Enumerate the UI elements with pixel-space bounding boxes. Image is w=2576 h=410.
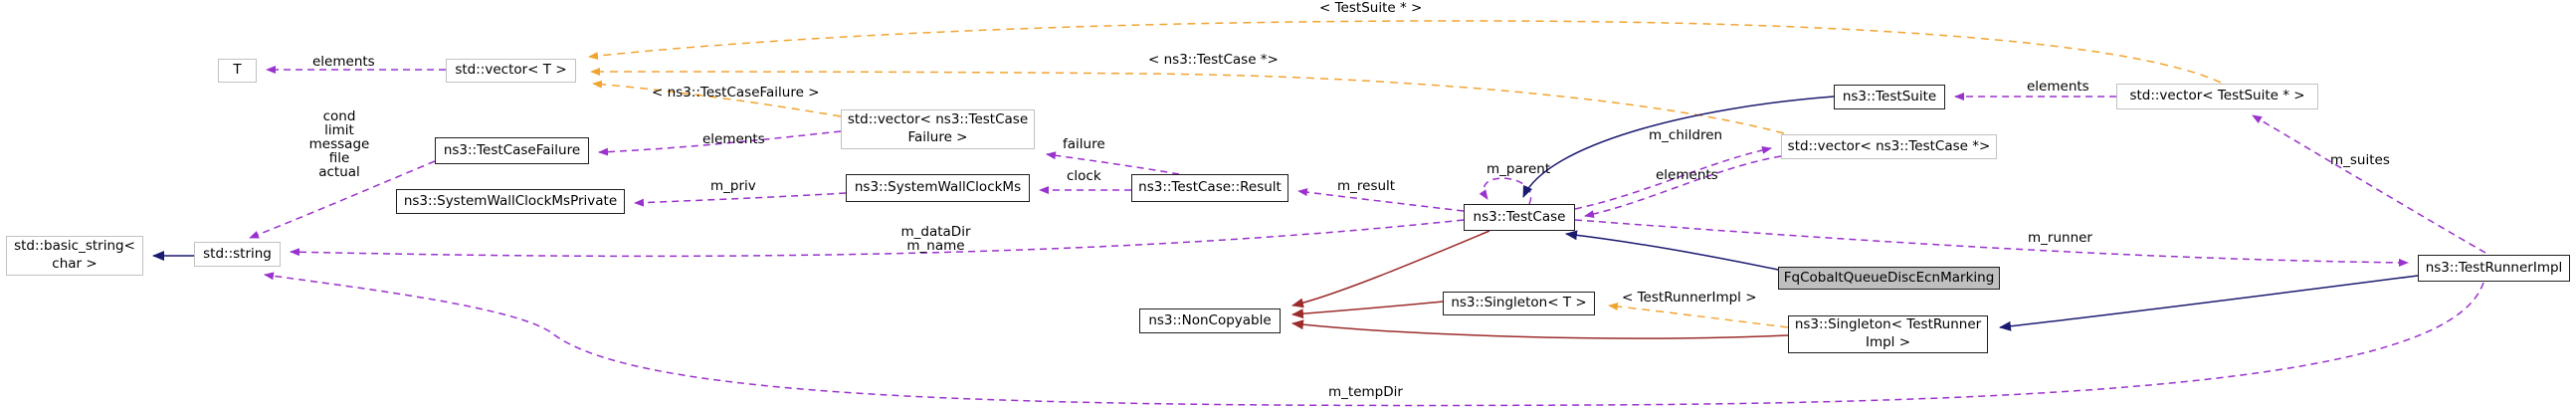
edge-u-m-priv [634, 192, 847, 207]
class-node-testsuite[interactable]: ns3::TestSuite [1834, 85, 1945, 109]
edge-label-elements-testsuite: elements [2027, 79, 2089, 95]
edge-label-elements-testcase: elements [1656, 167, 1718, 183]
edge-label-m-runner: m_runner [2028, 230, 2092, 246]
edge-label-m-priv: m_priv [710, 178, 756, 194]
class-node-noncopyable[interactable]: ns3::NonCopyable [1139, 308, 1281, 333]
class-node-vector-testsuite-ptr: std::vector< TestSuite * > [2116, 84, 2318, 109]
edge-r-singleton-tri [1291, 319, 1789, 339]
edge-b-fqcobalt [1565, 230, 1779, 271]
edge-label-tmpl-testcase-ptr: < ns3::TestCase *> [1148, 52, 1279, 68]
edge-label-tmpl-testcasefailure: < ns3::TestCaseFailure > [652, 85, 820, 101]
edge-u-m-suites [2252, 114, 2486, 254]
edge-o-ts [588, 20, 2222, 84]
edge-label-m-parent: m_parent [1486, 161, 1551, 177]
edge-label-m-suites: m_suites [2330, 152, 2390, 168]
edge-label-tmpl-testrunnerimpl: < TestRunnerImpl > [1622, 290, 1757, 306]
edge-o-tri [1608, 303, 1789, 328]
edge-label-m-children: m_children [1649, 127, 1723, 143]
edge-label-cond-limit-message-file-actual: cond limit message file actual [308, 108, 370, 180]
edge-u-m-result [1297, 188, 1465, 212]
class-node-basic-string: std::basic_string< char > [6, 236, 143, 276]
edge-label-tmpl-testsuite-ptr: < TestSuite * > [1319, 0, 1423, 16]
class-node-t: T [218, 59, 257, 83]
class-node-fqcobaltqueuediscecnmarking: FqCobaltQueueDiscEcnMarking [1778, 267, 2000, 290]
class-node-singleton-t[interactable]: ns3::Singleton< T > [1443, 292, 1595, 315]
edge-label-m-datadir-m-name: m_dataDir m_name [900, 224, 971, 254]
class-node-testcasefailure[interactable]: ns3::TestCaseFailure [435, 137, 589, 164]
class-node-systemwallclockms[interactable]: ns3::SystemWallClockMs [846, 174, 1030, 202]
edge-label-elements-testcasefailure: elements [702, 131, 765, 147]
edge-u-m-datadir [290, 219, 1465, 258]
edge-u-m-runner [1574, 219, 2409, 267]
class-node-vector-testcasefailure: std::vector< ns3::TestCase Failure > [841, 109, 1035, 149]
edge-label-m-result: m_result [1337, 178, 1396, 194]
edge-b-testrunnerimpl [1999, 275, 2419, 331]
edge-label-failure: failure [1063, 136, 1105, 152]
edge-u-m-parent [1479, 177, 1532, 205]
edge-label-m-tempdir: m_tempDir [1328, 384, 1403, 400]
class-node-testcase[interactable]: ns3::TestCase [1464, 204, 1575, 231]
class-node-vector-testcase-ptr: std::vector< ns3::TestCase *> [1781, 134, 1997, 159]
class-node-vector-t: std::vector< T > [446, 59, 576, 83]
edge-u-elements-tc [1584, 155, 1782, 219]
edge-label-elements-t: elements [312, 54, 375, 70]
class-node-testcase-result[interactable]: ns3::TestCase::Result [1131, 174, 1288, 202]
edge-label-clock: clock [1067, 168, 1101, 184]
class-node-string: std::string [194, 242, 281, 267]
class-node-singleton-testrunnerimpl[interactable]: ns3::Singleton< TestRunner Impl > [1788, 315, 1988, 353]
edge-r-singleton-t [1291, 301, 1444, 319]
edge-o-tc [590, 68, 1785, 134]
class-node-testrunnerimpl[interactable]: ns3::TestRunnerImpl [2418, 255, 2570, 282]
class-node-systemwallclockmsprivate[interactable]: ns3::SystemWallClockMsPrivate [396, 189, 625, 214]
